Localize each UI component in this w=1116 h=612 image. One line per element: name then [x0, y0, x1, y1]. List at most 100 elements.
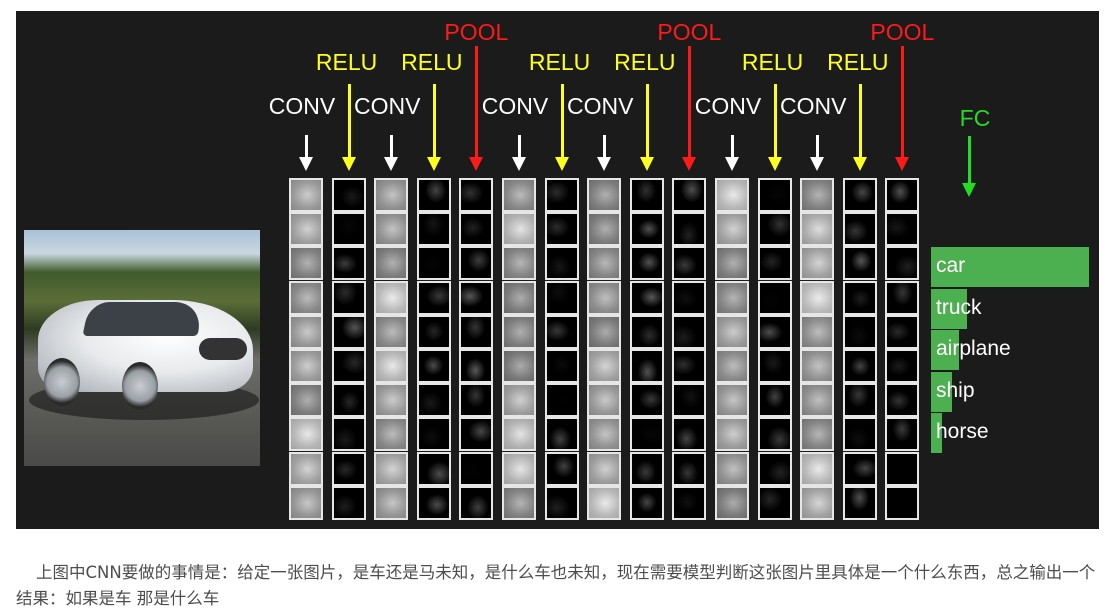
relu-layer-label: RELU: [528, 49, 591, 75]
feature-map: [672, 212, 707, 247]
feature-map: [715, 314, 749, 349]
feature-map: [672, 451, 707, 486]
feature-map: [331, 349, 366, 383]
feature-map: [757, 383, 792, 418]
feature-map: [715, 280, 749, 315]
feature-map: [544, 178, 579, 212]
conv-layer-label: CONV: [694, 93, 762, 119]
feature-map: [842, 178, 877, 212]
feature-map: [544, 383, 579, 418]
class-label: ship: [936, 378, 975, 402]
feature-map: [885, 451, 920, 486]
feature-map: [502, 246, 536, 281]
conv-layer-label: CONV: [779, 93, 847, 119]
feature-map: [459, 451, 494, 486]
feature-map: [331, 417, 366, 452]
feature-map: [885, 212, 920, 247]
feature-map: [672, 314, 707, 349]
feature-map: [459, 212, 494, 247]
feature-map: [289, 314, 323, 349]
car-wheel-rear: [44, 358, 80, 406]
feature-map: [459, 314, 494, 349]
feature-map: [331, 451, 366, 486]
score-bar: [931, 330, 959, 370]
feature-map: [800, 485, 835, 520]
feature-map: [587, 451, 622, 486]
feature-map: [587, 280, 622, 315]
feature-map: [587, 383, 622, 418]
feature-map: [757, 451, 792, 486]
feature-map: [459, 246, 494, 281]
pool-layer-label: POOL: [657, 19, 722, 45]
feature-map: [629, 314, 664, 349]
feature-map: [502, 280, 536, 315]
feature-map: [885, 485, 920, 520]
feature-map: [885, 383, 920, 418]
feature-map: [544, 246, 579, 281]
relu-layer-label: RELU: [741, 49, 804, 75]
feature-map: [842, 349, 877, 383]
feature-map: [289, 451, 323, 486]
feature-map: [587, 417, 622, 452]
feature-map: [800, 451, 835, 486]
class-label: car: [936, 254, 966, 277]
feature-map: [544, 485, 579, 520]
class-label: horse: [936, 420, 989, 443]
feature-map: [715, 383, 749, 418]
caption-paragraph: 上图中CNN要做的事情是：给定一张图片，是车还是马未知，是什么车也未知，现在需要…: [16, 563, 1096, 608]
feature-map: [289, 485, 323, 520]
feature-map: [459, 417, 494, 452]
feature-map: [715, 417, 749, 452]
relu-layer-label: RELU: [315, 49, 378, 75]
feature-map: [289, 212, 323, 247]
car-wheel-front: [122, 362, 158, 410]
feature-map: [757, 485, 792, 520]
feature-map: [672, 417, 707, 452]
feature-map: [842, 246, 877, 281]
feature-map: [331, 485, 366, 520]
feature-map: [331, 383, 366, 418]
feature-map: [842, 417, 877, 452]
feature-map: [544, 280, 579, 315]
feature-map: [331, 212, 366, 247]
feature-map: [885, 280, 920, 315]
feature-map: [502, 451, 536, 486]
feature-map: [331, 246, 366, 281]
feature-map: [757, 349, 792, 383]
feature-map: [885, 178, 920, 212]
feature-map: [715, 349, 749, 383]
feature-map: [416, 212, 451, 247]
feature-map: [374, 417, 409, 452]
feature-map: [757, 417, 792, 452]
feature-map: [672, 280, 707, 315]
feature-map: [800, 383, 835, 418]
feature-map: [374, 280, 409, 315]
feature-map: [757, 178, 792, 212]
score-bar: [931, 413, 942, 453]
feature-map: [544, 417, 579, 452]
feature-map: [416, 417, 451, 452]
feature-map: [715, 246, 749, 281]
feature-map: [331, 314, 366, 349]
feature-map: [629, 246, 664, 281]
feature-map: [459, 485, 494, 520]
feature-map: [459, 349, 494, 383]
feature-map: [289, 349, 323, 383]
feature-map: [715, 451, 749, 486]
feature-map: [416, 349, 451, 383]
feature-map: [800, 246, 835, 281]
feature-map: [544, 451, 579, 486]
feature-map: [629, 383, 664, 418]
feature-map: [459, 383, 494, 418]
feature-map: [289, 280, 323, 315]
feature-map: [374, 349, 409, 383]
relu-layer-label: RELU: [614, 49, 676, 75]
feature-map: [629, 417, 664, 452]
feature-map: [800, 212, 835, 247]
feature-map: [416, 314, 451, 349]
feature-map: [374, 383, 409, 418]
feature-map: [800, 417, 835, 452]
feature-map: [672, 349, 707, 383]
feature-map: [629, 451, 664, 486]
feature-map: [289, 178, 323, 212]
